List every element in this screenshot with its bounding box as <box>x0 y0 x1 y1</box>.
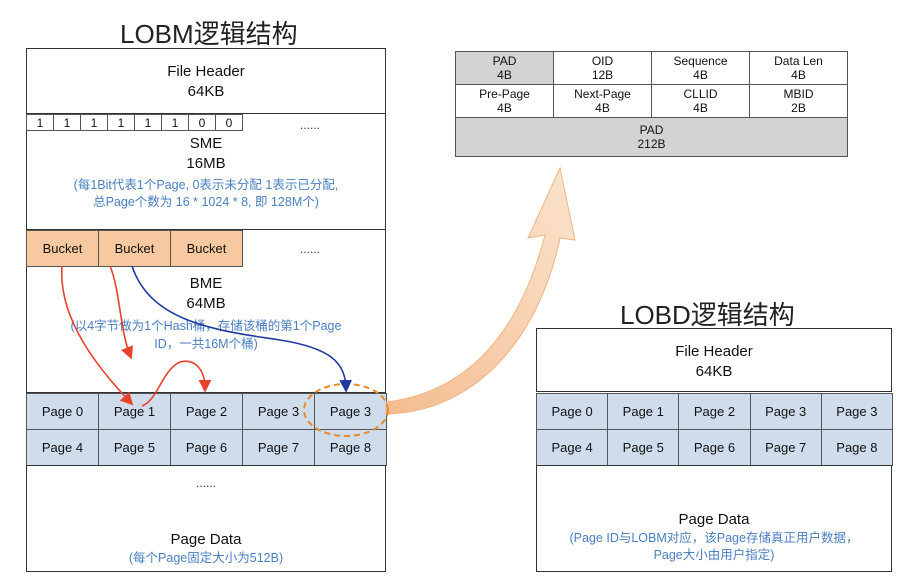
sme-label: SME <box>189 135 223 152</box>
lobm-page-cell: Page 4 <box>26 429 99 466</box>
sme-note-line1: (每1Bit代表1个Page, 0表示未分配 1表示已分配, <box>73 178 339 192</box>
lobd-page-data-label: Page Data <box>678 511 750 528</box>
big-curved-arrow <box>385 166 576 415</box>
header-field-name: Sequence <box>673 54 728 68</box>
bme-bucket: Bucket <box>170 230 243 267</box>
sme-note-line2: 总Page个数为 16 * 1024 * 8, 即 128M个) <box>93 195 319 209</box>
sme-bit: 1 <box>26 114 54 131</box>
sme-bits-ellipsis: ...... <box>300 118 321 132</box>
lobd-file-header-size: 64KB <box>695 363 733 380</box>
header-field-size: 12B <box>591 68 614 82</box>
header-field-name: Data Len <box>774 54 823 68</box>
lobd-page-cell: Page 6 <box>678 429 751 466</box>
red-arrow-3 <box>141 360 212 407</box>
lobd-page-data-note-line1: (Page ID与LOBM对应，该Page存储真正用户数据， <box>569 531 859 545</box>
sme-bit: 1 <box>161 114 189 131</box>
header-field-size: 212B <box>637 137 666 151</box>
lobd-page-cell: Page 1 <box>607 393 680 430</box>
red-arrow-2 <box>109 265 133 360</box>
lobm-page-ellipsis: ...... <box>195 476 216 490</box>
bme-note-line2: ID，一共16M个桶) <box>154 337 258 351</box>
header-field-size: 4B <box>595 101 610 115</box>
bme-buckets-ellipsis: ...... <box>300 242 321 256</box>
lobm-page-data-label: Page Data <box>170 531 242 548</box>
header-field-name: Pre-Page <box>479 87 530 101</box>
header-field-size: 4B <box>791 68 806 82</box>
header-field-name: PAD <box>492 54 517 68</box>
lobd-page-cell: Page 4 <box>536 429 609 466</box>
header-field-size: 4B <box>497 101 512 115</box>
lobd-file-header: File Header 64KB <box>536 328 892 392</box>
header-field-name: CLLID <box>683 87 718 101</box>
header-field-size: 2B <box>791 101 806 115</box>
highlight-ellipse <box>303 383 389 437</box>
lobm-page-data-note: (每个Page固定大小为512B) <box>128 551 284 565</box>
header-field-name: Next-Page <box>574 87 631 101</box>
lobm-page-cell: Page 3 <box>242 393 315 430</box>
header-field-size: 4B <box>693 101 708 115</box>
lobm-page-cell: Page 2 <box>170 393 243 430</box>
lobm-file-header-size: 64KB <box>187 83 225 100</box>
lobm-file-header: File Header 64KB <box>26 48 386 114</box>
lobm-page-data-section: ...... Page Data (每个Page固定大小为512B) <box>26 465 386 572</box>
lobd-page-data-section: Page Data (Page ID与LOBM对应，该Page存储真正用户数据，… <box>536 465 892 572</box>
lobd-page-data-note-line2: Page大小由用户指定) <box>653 548 775 562</box>
header-field-name: OID <box>591 54 614 68</box>
bme-size: 64MB <box>186 295 226 312</box>
bme-bucket: Bucket <box>98 230 171 267</box>
header-field-name: PAD <box>639 123 664 137</box>
sme-bit: 0 <box>215 114 243 131</box>
header-field-name: MBID <box>783 87 814 101</box>
lobm-sme-section: SME 16MB (每1Bit代表1个Page, 0表示未分配 1表示已分配, … <box>26 113 386 230</box>
lobd-title: LOBD逻辑结构 <box>620 300 795 330</box>
lobd-file-header-label: File Header <box>675 343 753 360</box>
bme-label: BME <box>189 275 223 292</box>
lobm-page-cell: Page 5 <box>98 429 171 466</box>
lobm-page-cell: Page 6 <box>170 429 243 466</box>
lobd-page-cell: Page 5 <box>607 429 680 466</box>
lobd-page-cell: Page 3 <box>820 393 893 430</box>
header-field-size: 4B <box>497 68 512 82</box>
lobm-file-header-label: File Header <box>167 63 245 80</box>
lobd-page-cell: Page 0 <box>536 393 609 430</box>
lobm-title: LOBM逻辑结构 <box>120 19 298 49</box>
header-field-size: 4B <box>693 68 708 82</box>
sme-size: 16MB <box>186 155 226 172</box>
lobd-page-cell: Page 2 <box>678 393 751 430</box>
sme-bit: 1 <box>134 114 162 131</box>
red-arrow-1 <box>61 265 134 406</box>
navy-arrow <box>131 265 353 393</box>
